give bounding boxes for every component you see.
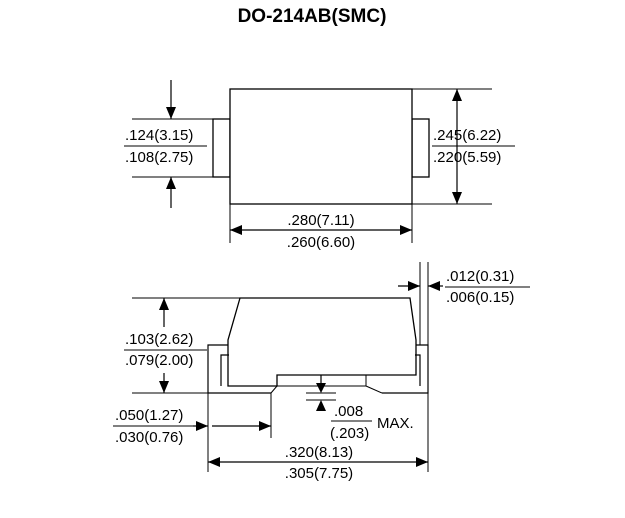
standoff-mm-label: (.203) bbox=[330, 425, 369, 442]
left-lead-tab bbox=[212, 118, 231, 178]
overall-length-max-label: .320(8.13) bbox=[285, 444, 353, 461]
body-length-max-label: .280(7.11) bbox=[287, 212, 354, 229]
lead-length-min-label: .030(0.76) bbox=[115, 429, 183, 446]
overall-length-dimension: .320(8.13) .305(7.75) bbox=[208, 393, 429, 482]
height-min-label: .079(2.00) bbox=[125, 352, 193, 369]
lead-width-max-label: .124(3.15) bbox=[125, 127, 193, 144]
left-j-lead bbox=[207, 344, 271, 394]
body-width-dimension: .245(6.22) .220(5.59) bbox=[412, 88, 515, 205]
body-width-max-label: .245(6.22) bbox=[433, 127, 501, 144]
height-max-label: .103(2.62) bbox=[125, 331, 193, 348]
lead-thickness-max-label: .012(0.31) bbox=[446, 268, 514, 285]
overall-length-min-label: .305(7.75) bbox=[285, 465, 353, 482]
right-j-lead bbox=[382, 344, 429, 394]
body-length-min-label: .260(6.60) bbox=[287, 234, 355, 251]
lead-length-dimension: .050(1.27) .030(0.76) bbox=[113, 393, 272, 472]
body-width-min-label: .220(5.59) bbox=[433, 149, 501, 166]
side-view: .012(0.31) .006(0.15) .103(2.62) .079(2.… bbox=[113, 262, 530, 482]
side-body-outline bbox=[227, 297, 417, 387]
lead-thickness-dimension: .012(0.31) .006(0.15) bbox=[398, 262, 530, 345]
standoff-dimension: .008 (.203) MAX. bbox=[306, 375, 414, 442]
height-dimension: .103(2.62) .079(2.00) bbox=[124, 297, 240, 394]
lead-length-max-label: .050(1.27) bbox=[115, 407, 183, 424]
lead-width-dimension: .124(3.15) .108(2.75) bbox=[124, 80, 213, 208]
top-body-outline bbox=[229, 88, 413, 205]
lead-width-min-label: .108(2.75) bbox=[125, 149, 193, 166]
top-view: .124(3.15) .108(2.75) .245(6.22) .220(5.… bbox=[124, 80, 515, 251]
lead-thickness-min-label: .006(0.15) bbox=[446, 289, 514, 306]
standoff-inch-label: .008 bbox=[334, 403, 363, 420]
standoff-max-note: MAX. bbox=[377, 415, 414, 432]
right-lead-tab bbox=[411, 118, 430, 178]
package-title: DO-214AB(SMC) bbox=[238, 6, 387, 27]
body-length-dimension: .280(7.11) .260(6.60) bbox=[229, 204, 413, 251]
